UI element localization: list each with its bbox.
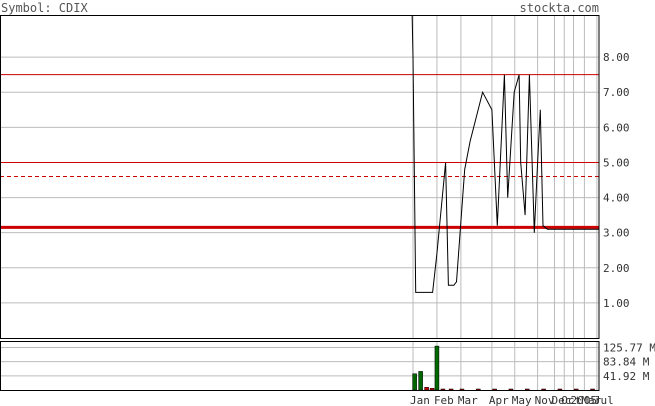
volume-bar bbox=[508, 388, 514, 391]
volume-bar bbox=[440, 388, 446, 391]
site-label: stockta.com bbox=[520, 1, 599, 15]
price-tick-label: 3.00 bbox=[603, 227, 630, 240]
price-tick-label: 2.00 bbox=[603, 262, 630, 275]
volume-tick-label: 41.92 M bbox=[603, 370, 650, 383]
price-tick-label: 5.00 bbox=[603, 156, 630, 169]
symbol-label: Symbol: CDIX bbox=[1, 1, 88, 15]
x-tick-label: Apr bbox=[489, 394, 509, 406]
volume-bar bbox=[424, 387, 429, 391]
volume-bar bbox=[412, 373, 417, 391]
volume-bar bbox=[541, 388, 546, 391]
price-tick-label: 4.00 bbox=[603, 192, 630, 205]
x-tick-label: Jul bbox=[594, 394, 614, 406]
price-tick-label: 6.00 bbox=[603, 121, 630, 134]
volume-bar bbox=[476, 388, 481, 391]
price-tick-label: 1.00 bbox=[603, 297, 630, 310]
volume-axis-labels: 125.77 M 83.84 M41.92 M bbox=[603, 341, 655, 382]
volume-bar bbox=[418, 371, 423, 391]
price-tick-label: 7.00 bbox=[603, 86, 630, 99]
x-tick-label: Mar bbox=[458, 394, 478, 406]
volume-bar bbox=[557, 388, 563, 391]
x-tick-label: Dec bbox=[551, 394, 571, 406]
volume-bar bbox=[459, 388, 465, 391]
volume-bar bbox=[448, 388, 454, 391]
reference-lines bbox=[0, 74, 599, 229]
x-tick-label: May bbox=[512, 394, 532, 406]
volume-tick-label: 83.84 M bbox=[603, 356, 650, 369]
x-tick-label: Jan bbox=[410, 394, 430, 406]
volume-bar bbox=[429, 388, 435, 391]
volume-tick-label: 125.77 M bbox=[603, 341, 655, 354]
volume-bars bbox=[412, 345, 595, 391]
volume-bar bbox=[590, 388, 595, 391]
x-tick-label: Oct bbox=[561, 394, 581, 406]
price-tick-label: 8.00 bbox=[603, 51, 630, 64]
volume-bar bbox=[492, 388, 497, 391]
volume-bar bbox=[525, 388, 530, 391]
volume-bar bbox=[573, 388, 579, 391]
x-tick-label: Mar bbox=[581, 394, 601, 406]
x-tick-label: Nov bbox=[535, 394, 555, 406]
panel-frames bbox=[0, 15, 600, 391]
volume-panel-frame bbox=[0, 341, 600, 391]
x-tick-label: Feb bbox=[434, 394, 454, 406]
x-tick-label: 2005 bbox=[571, 394, 598, 406]
price-series bbox=[411, 15, 599, 293]
volume-grid bbox=[0, 341, 599, 390]
price-panel-frame bbox=[0, 15, 600, 339]
volume-bar bbox=[434, 345, 440, 391]
price-line bbox=[411, 15, 599, 293]
price-axis-labels: 8.00 7.00 6.00 5.00 4.00 3.00 2.00 1.00 bbox=[603, 51, 630, 310]
